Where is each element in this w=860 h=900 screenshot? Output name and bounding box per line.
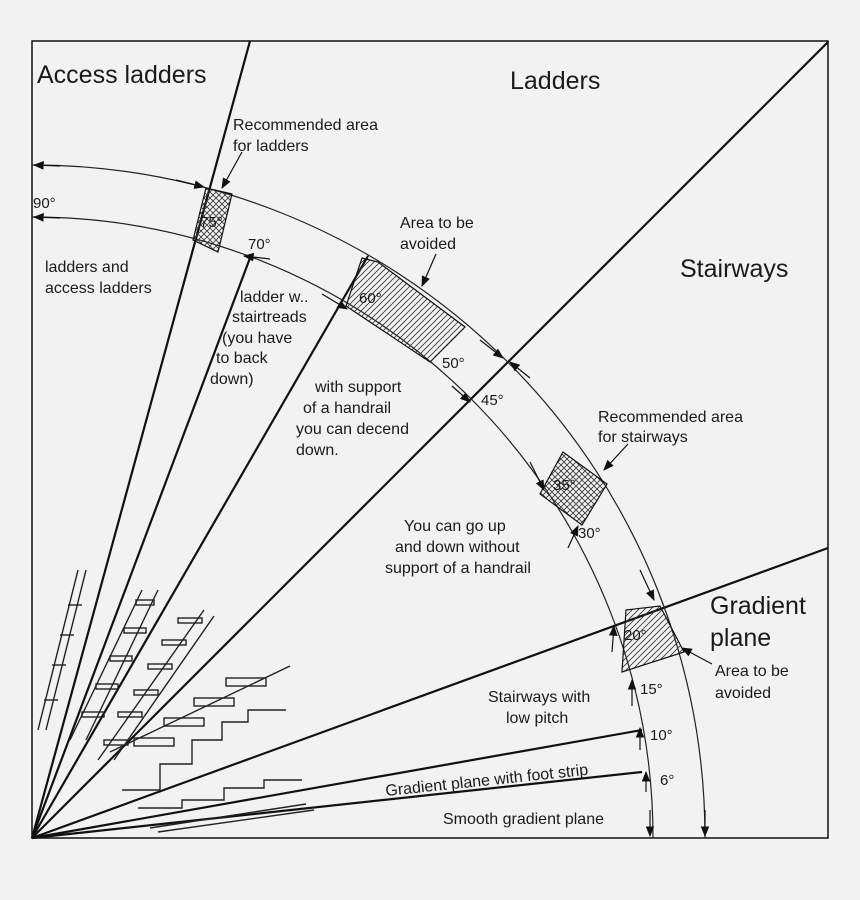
arrow-60 [321,293,348,310]
note-updown-2: and down without [395,539,520,556]
arrow-45-inner [451,385,471,403]
pointer-avoid-upper [421,253,437,287]
diagram-frame [31,40,829,839]
line-10 [31,728,643,840]
arrow-70-left [32,213,61,222]
pointer-recommended-stairs [603,443,629,471]
line-6 [31,770,643,840]
region-gradient-plane-1: Gradient [710,592,806,620]
note-avoid-lower-1: Area to be [715,663,789,680]
angle-label-30: 30° [578,525,601,542]
angle-label-70: 70° [248,236,271,253]
line-45 [31,41,829,839]
note-updown-3: support of a handrail [385,560,531,577]
arrow-50 [479,339,504,359]
arrow-35 [529,461,545,491]
arrow-30 [567,525,579,549]
note-avoid-upper-1: Area to be [400,215,474,232]
note-handrail-3: you can decend [296,421,409,438]
angle-label-10: 10° [650,727,673,744]
line-20 [31,546,829,840]
note-stairtreads-5: down) [210,371,254,388]
angle-arrows [32,161,710,838]
note-recommended-stairs-1: Recommended area [598,409,743,426]
arrow-20 [639,569,655,601]
note-low-pitch-2: low pitch [506,710,568,727]
recommended-stairs-area [539,451,608,526]
note-recommended-stairs-2: for stairways [598,429,688,446]
region-stairways: Stairways [680,255,788,283]
note-smooth: Smooth gradient plane [443,811,604,828]
note-handrail-4: down. [296,442,339,459]
note-avoid-upper-2: avoided [400,236,456,253]
note-foot-strip: Gradient plane with foot strip [385,762,589,800]
angle-label-6: 6° [660,772,674,789]
foot-strip-illustration [138,779,302,809]
access-ladder-illustration [37,569,87,731]
arrow-70 [242,252,271,262]
avoid-area-upper [345,257,466,363]
pointer-recommended-ladders [221,151,243,189]
line-60 [31,255,369,839]
note-stairtreads-3: (you have [222,330,292,347]
arrow-45-outer [509,361,531,379]
low-pitch-stair-illustration [122,709,286,791]
note-updown-1: You can go up [404,518,506,535]
region-access-ladders: Access ladders [37,61,207,89]
note-low-pitch-1: Stairways with [488,689,590,706]
handrail-stair-illustration [97,609,215,761]
note-recommended-ladders-1: Recommended area [233,117,378,134]
region-gradient-plane-2: plane [710,624,771,652]
illustrations [37,569,315,833]
angle-label-15: 15° [640,681,663,698]
line-75 [30,40,252,839]
region-ladders: Ladders [510,67,600,95]
pointer-avoid-lower [681,647,713,665]
angle-label-35: 35° [553,477,576,494]
note-stairtreads-2: stairtreads [232,309,307,326]
note-handrail-1: with support [314,379,402,396]
note-avoid-lower-2: avoided [715,685,771,702]
angle-label-75: 75° [200,214,223,231]
note-ladders-access-2: access ladders [45,280,152,297]
note-ladders-access-1: ladders and [45,259,129,276]
arrow-20-inner [608,624,618,653]
arrow-90-left [32,161,61,170]
stairtread-ladder-illustration [69,589,159,741]
note-pointers [221,151,713,665]
note-recommended-ladders-2: for ladders [233,138,309,155]
line-70 [30,257,252,839]
angle-label-45: 45° [481,392,504,409]
note-stairtreads-4: to back [216,350,269,367]
angle-label-60: 60° [359,290,382,307]
arrow-75 [175,179,206,189]
note-handrail-2: of a handrail [303,400,391,417]
angle-lines [30,40,829,840]
angle-label-90: 90° [33,195,56,212]
inner-arc [31,216,654,839]
angle-label-20: 20° [624,627,647,644]
note-stairtreads-1: ladder w.. [240,289,308,306]
stair-illustration [109,665,291,753]
recommended-ladders-area [192,187,233,253]
angle-label-50: 50° [442,355,465,372]
gradient-plane-illustration [149,803,315,833]
